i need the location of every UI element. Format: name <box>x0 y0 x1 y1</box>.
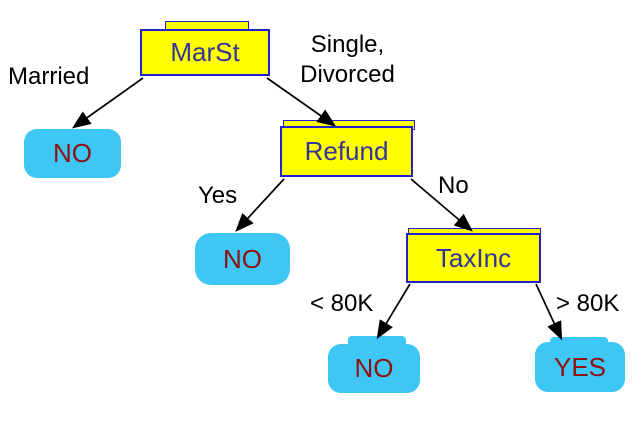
node-refund: Refund <box>280 126 413 177</box>
edge-marst-to-refund-arrow <box>266 77 337 127</box>
leaf-no-married: NO <box>24 129 121 178</box>
node-marst: MarSt <box>140 29 270 76</box>
leaf-no-refund-yes: NO <box>195 233 290 285</box>
edge-refund-to-taxinc-arrow <box>410 178 473 232</box>
edge-label-single-divorced: Single, Divorced <box>300 31 395 88</box>
edge-label-gt-80k: > 80K <box>556 290 620 317</box>
edge-label-yes: Yes <box>198 182 238 209</box>
leaf-no-low-income: NO <box>328 344 420 393</box>
edge-taxinc-to-no-arrow <box>376 283 411 340</box>
edge-label-lt-80k: < 80K <box>310 290 374 317</box>
leaf-yes-high-income: YES <box>535 342 625 392</box>
edge-label-married: Married <box>8 63 90 90</box>
edge-taxinc-to-yes-arrow <box>535 283 563 341</box>
edge-label-no: No <box>438 172 469 199</box>
shape-behind-leaf-no <box>348 336 406 347</box>
edge-refund-to-no-arrow <box>235 178 285 232</box>
node-taxinc: TaxInc <box>406 233 541 283</box>
edge-marst-to-no-arrow <box>71 77 144 129</box>
